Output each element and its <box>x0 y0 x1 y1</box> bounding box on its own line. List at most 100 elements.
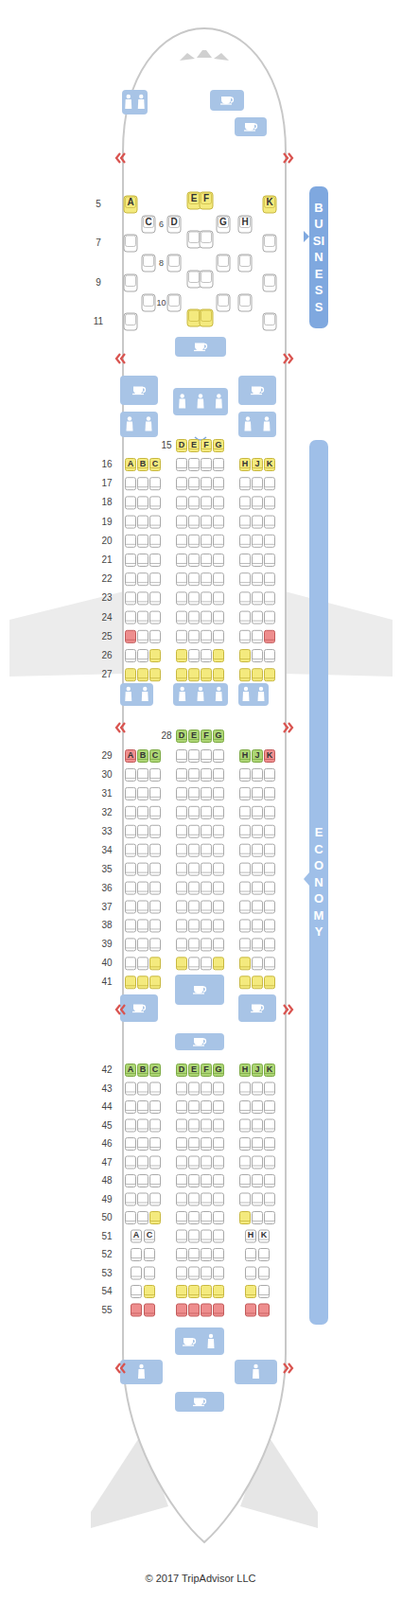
exit-marker <box>121 353 125 364</box>
seat-cushion-line <box>252 909 263 911</box>
facility-box <box>122 89 148 115</box>
galley-symbol <box>193 985 204 994</box>
exit-marker <box>116 353 121 364</box>
economy-seat <box>189 768 200 781</box>
economy-seat <box>252 824 263 838</box>
economy-seat <box>138 611 149 624</box>
economy-seat <box>252 938 263 951</box>
economy-seat <box>189 439 200 453</box>
seat-cushion-line <box>138 872 148 874</box>
economy-seat <box>259 1248 270 1261</box>
seat-cushion-line <box>213 796 224 798</box>
economy-seat <box>138 919 149 932</box>
seat-cushion-line <box>125 946 136 948</box>
seat-cushion-line <box>259 1275 269 1277</box>
economy-seat <box>138 1101 149 1114</box>
seat-cushion-line <box>252 815 263 817</box>
seat-cushion-line <box>176 505 187 507</box>
economy-seat <box>176 629 188 643</box>
seat-back <box>201 192 212 205</box>
economy-seat <box>150 477 161 490</box>
economy-seat <box>201 534 212 547</box>
lavatory-symbol <box>215 399 223 409</box>
seat-cushion-line <box>150 486 160 488</box>
row-number: 40 <box>101 958 112 968</box>
seat-cushion-line <box>245 1257 256 1259</box>
economy-seat <box>213 862 225 875</box>
economy-seat <box>264 768 276 781</box>
row-number: 17 <box>101 478 112 489</box>
seat-cushion-line <box>201 946 211 948</box>
seat-cushion-line <box>176 758 187 760</box>
economy-seat <box>240 1155 251 1169</box>
cabin-label: BUSINESS <box>313 199 326 316</box>
economy-seat <box>176 496 188 509</box>
seat-cushion-line <box>240 486 250 488</box>
seat-cushion-line <box>125 1091 136 1093</box>
economy-seat <box>125 1082 137 1095</box>
lavatory-symbol <box>259 686 263 691</box>
seat-cushion-line <box>138 524 148 526</box>
economy-seat <box>201 611 212 624</box>
row-number: 55 <box>101 1305 112 1315</box>
economy-seat <box>252 629 263 643</box>
seat-cushion-line <box>144 1275 155 1277</box>
business-seat <box>199 270 213 288</box>
row-number: 11 <box>93 316 104 327</box>
seat-cushion-line <box>138 1183 148 1185</box>
economy-seat <box>252 805 263 819</box>
economy-seat <box>240 668 251 682</box>
economy-seat <box>125 919 137 932</box>
seat-cushion-line <box>201 467 211 469</box>
economy-seat <box>125 768 137 781</box>
seat-letter: E <box>191 1064 197 1073</box>
seat-cushion-line <box>189 677 199 679</box>
economy-seat <box>240 496 251 509</box>
seat-cushion-line <box>138 946 148 948</box>
economy-seat <box>252 862 263 875</box>
economy-seat <box>240 477 251 490</box>
lavatory-symbol <box>179 686 184 691</box>
row-number: 20 <box>101 536 112 546</box>
row-number: 18 <box>101 497 112 507</box>
seat-cushion-line <box>150 909 160 911</box>
economy-seat <box>176 843 188 857</box>
economy-seat <box>125 824 137 838</box>
seat-cushion-line <box>252 1220 263 1222</box>
seat-cushion-line <box>240 562 250 564</box>
economy-seat <box>213 1064 225 1077</box>
seat-cushion-line <box>176 853 187 855</box>
economy-seat <box>150 1211 161 1224</box>
economy-seat <box>201 1192 212 1206</box>
seat-cushion-line <box>189 777 199 779</box>
economy-seat <box>213 919 225 932</box>
seat-cushion-line <box>125 1128 136 1130</box>
economy-seat <box>201 919 212 932</box>
seat-cushion-line <box>189 891 199 892</box>
seat-cushion-line <box>213 448 224 450</box>
economy-seat <box>125 900 137 913</box>
lavatory-symbol <box>216 686 221 691</box>
economy-seat <box>252 458 263 472</box>
seat-cushion-line <box>176 467 187 469</box>
seat-cushion-line <box>138 1109 148 1111</box>
seat-cushion-line <box>240 891 250 892</box>
facility-box <box>120 1359 163 1384</box>
seat-cushion-line <box>201 524 211 526</box>
exit-marker <box>288 722 293 733</box>
seat-cushion-line <box>264 1091 275 1093</box>
economy-seat <box>189 881 200 894</box>
seat-cushion-line <box>150 581 160 583</box>
seat-letter: H <box>242 750 249 759</box>
seat-cushion-line <box>252 1091 263 1093</box>
economy-seat <box>264 750 276 763</box>
seat-cushion-line <box>125 1183 136 1185</box>
seat-cushion-line <box>125 486 136 488</box>
economy-seat <box>176 554 188 567</box>
seat-cushion-line <box>252 505 263 507</box>
seat-cushion-line <box>176 815 187 817</box>
lavatory-symbol <box>253 1363 258 1368</box>
economy-seat <box>150 573 161 586</box>
row-number: 10 <box>156 298 166 308</box>
economy-seat <box>189 862 200 875</box>
